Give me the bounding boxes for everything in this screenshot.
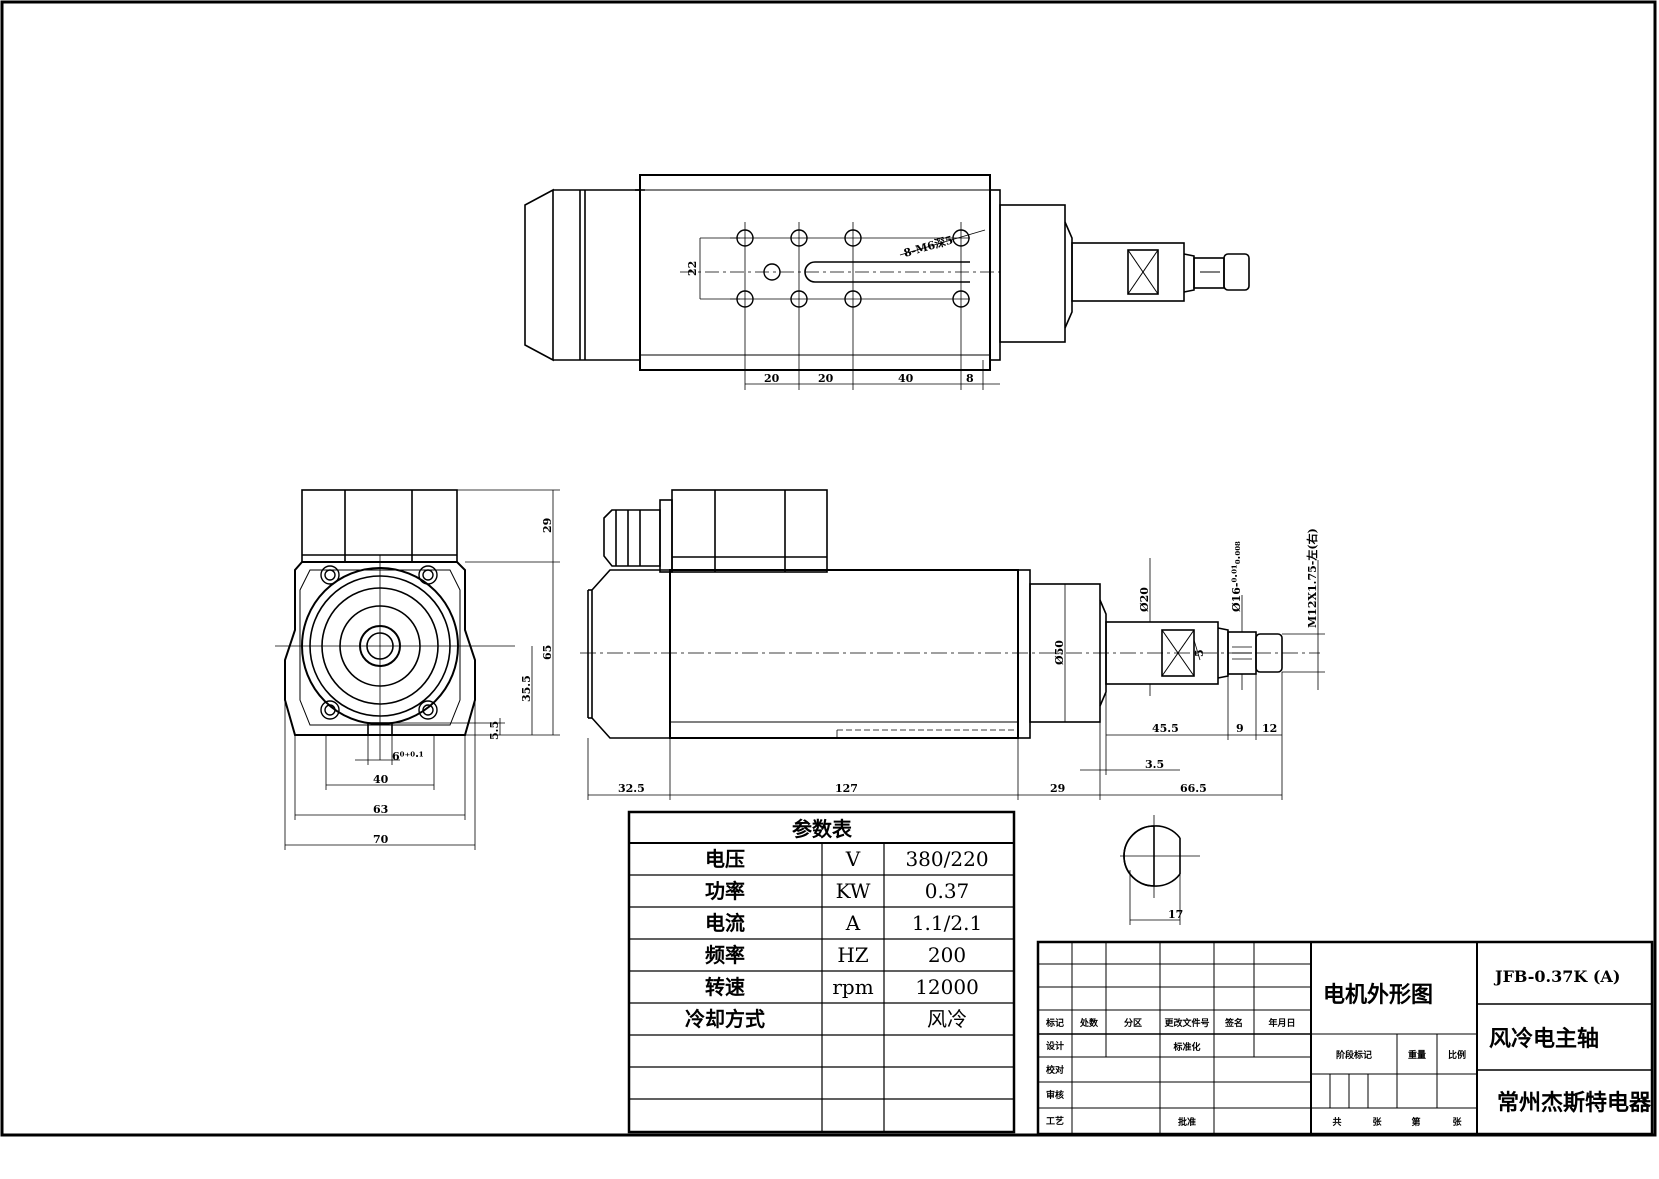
- tb-sheet-word: 张: [1452, 1116, 1462, 1128]
- top-dim-20a: 20: [764, 372, 780, 385]
- side-dim-45-5: 45.5: [1152, 722, 1179, 735]
- end-dim-70: 70: [373, 833, 389, 846]
- param-value: 12000: [915, 975, 979, 999]
- top-dim-20b: 20: [818, 372, 834, 385]
- tb-header-cell: 分区: [1124, 1017, 1142, 1029]
- side-dim-d16: Ø16-⁰·⁰¹₀.₀₀₈: [1230, 541, 1243, 612]
- param-name: 转速: [705, 975, 745, 999]
- param-name: 冷却方式: [685, 1007, 765, 1031]
- title-block-header: 标记 处数 分区 更改文件号 签名 年月日: [1045, 1017, 1296, 1029]
- side-dim-12: 12: [1262, 722, 1277, 735]
- end-dim-35-5: 35.5: [520, 675, 533, 702]
- tb-role: 工艺: [1046, 1115, 1064, 1127]
- param-name: 频率: [705, 943, 745, 967]
- top-view: [524, 174, 1250, 390]
- side-dim-d50: Ø50: [1053, 640, 1066, 665]
- end-dim-29: 29: [541, 518, 554, 533]
- side-dim-3-5: 3.5: [1145, 758, 1164, 771]
- param-value: 200: [928, 943, 966, 967]
- tb-header-cell: 签名: [1224, 1017, 1243, 1029]
- tb-role: 审核: [1046, 1089, 1064, 1101]
- side-dim-5: 5: [1193, 649, 1206, 657]
- tb-sheet-word: 张: [1372, 1116, 1382, 1128]
- side-dim-29: 29: [1050, 782, 1065, 795]
- side-dim-66-5: 66.5: [1180, 782, 1207, 795]
- top-hole-callout: 8-M6深5: [902, 232, 955, 259]
- param-value: 1.1/2.1: [912, 911, 982, 935]
- param-unit: HZ: [837, 943, 868, 967]
- param-name: 电流: [705, 911, 745, 935]
- tb-scale: 比例: [1448, 1049, 1466, 1061]
- side-dim-127: 127: [835, 782, 858, 795]
- tb-sheet-word: 共: [1332, 1116, 1341, 1128]
- sheet-border: [0, 0, 1657, 1137]
- top-dim-40: 40: [898, 372, 914, 385]
- end-view: [275, 489, 560, 850]
- param-unit: KW: [836, 879, 871, 903]
- tb-role: 设计: [1046, 1040, 1064, 1052]
- tb-weight: 重量: [1408, 1049, 1426, 1061]
- tb-header-cell: 更改文件号: [1164, 1017, 1209, 1029]
- product-name: 风冷电主轴: [1489, 1026, 1599, 1052]
- top-dim-8: 8: [966, 372, 974, 385]
- side-dim-32-5: 32.5: [618, 782, 645, 795]
- title-block-sheet-count: 共张第张: [1332, 1116, 1462, 1128]
- param-unit: rpm: [832, 975, 873, 999]
- param-name: 电压: [705, 847, 745, 871]
- tb-header-cell: 处数: [1079, 1017, 1099, 1029]
- tb-header-cell: 标记: [1045, 1017, 1064, 1029]
- end-dim-40: 40: [373, 773, 389, 786]
- shaft-section-view: [1120, 815, 1200, 925]
- side-dim-9: 9: [1236, 722, 1244, 735]
- param-name: 功率: [705, 879, 745, 903]
- company-name: 常州杰斯特电器: [1497, 1090, 1652, 1116]
- tb-header-cell: 年月日: [1268, 1017, 1295, 1029]
- param-rows: 电压 V 380/220 功率 KW 0.37 电流 A 1.1/2.1 频率 HZ 200 转速 rpm…: [685, 847, 989, 1031]
- side-dim-d20: Ø20: [1138, 587, 1151, 612]
- tb-approve: 批准: [1178, 1116, 1196, 1128]
- drawing-title: 电机外形图: [1323, 982, 1433, 1008]
- end-dim-63: 63: [373, 803, 388, 816]
- top-dim-22: 22: [686, 261, 699, 276]
- param-value: 380/220: [905, 847, 988, 871]
- param-value: 0.37: [925, 879, 970, 903]
- side-view: [580, 489, 1325, 800]
- end-dim-65: 65: [541, 645, 554, 660]
- param-value: 风冷: [927, 1007, 967, 1031]
- param-title: 参数表: [792, 817, 853, 841]
- param-unit: V: [845, 847, 861, 871]
- tb-stage-mark: 阶段标记: [1336, 1049, 1372, 1061]
- model-number: JFB-0.37K (A): [1493, 967, 1620, 986]
- side-dim-thread: M12X1.75-左(右): [1305, 528, 1319, 628]
- tb-standardize: 标准化: [1172, 1041, 1200, 1053]
- param-unit: A: [845, 911, 861, 935]
- section-dim-17: 17: [1168, 908, 1183, 921]
- tb-sheet-word: 第: [1411, 1116, 1420, 1128]
- parameter-table: [627, 810, 1016, 1134]
- end-dim-5-5: 5.5: [488, 721, 501, 740]
- tb-role: 校对: [1046, 1064, 1064, 1076]
- title-block: [1036, 940, 1654, 1136]
- end-dim-6: 6⁰⁺⁰·¹: [392, 750, 424, 763]
